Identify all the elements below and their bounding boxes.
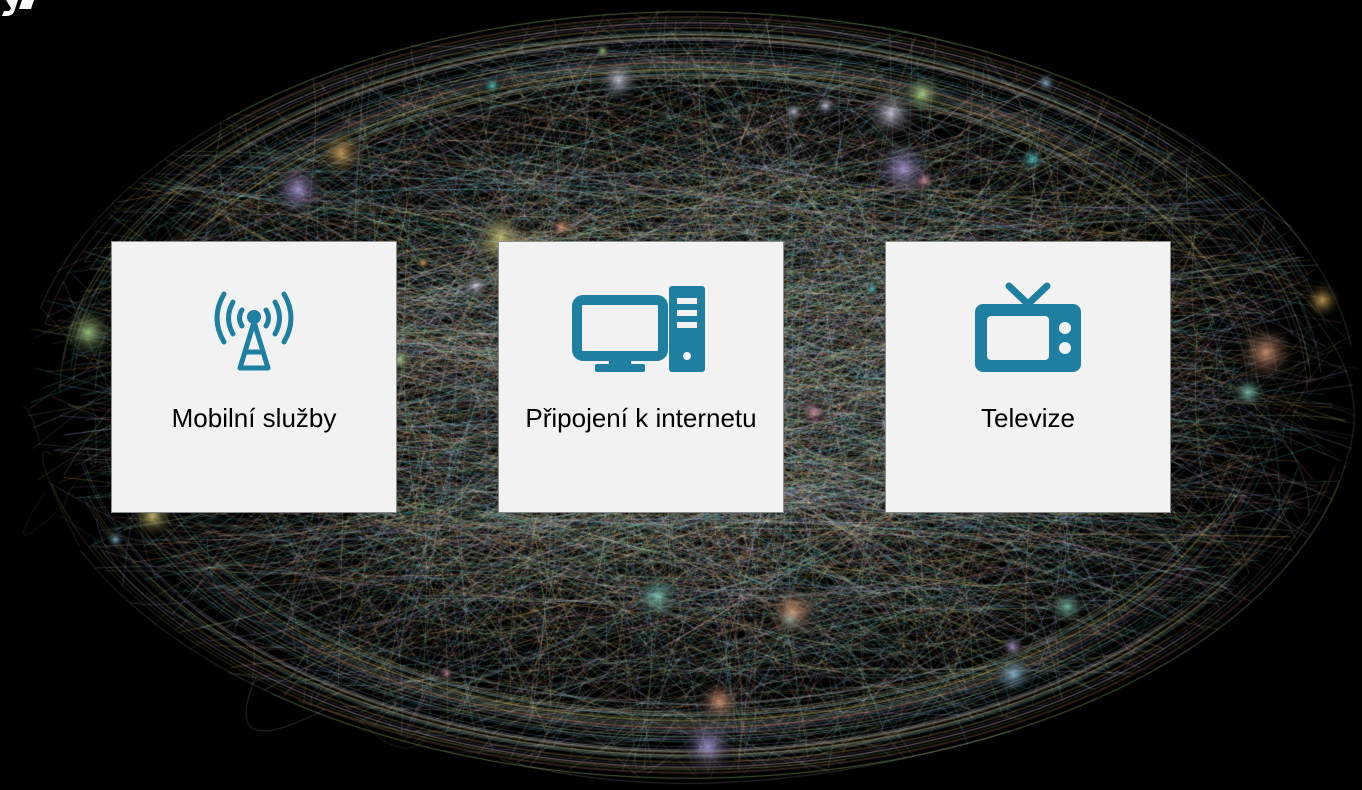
mobile-services-card[interactable]: Mobilní služby	[111, 241, 397, 513]
card-label: Mobilní služby	[171, 403, 337, 433]
corner-logo-fragment	[2, 0, 34, 16]
card-label: Připojení k internetu	[525, 403, 757, 433]
signal-tower-icon	[112, 282, 396, 374]
television-card[interactable]: Televize	[885, 241, 1171, 513]
desktop-computer-icon	[499, 282, 783, 374]
internet-connection-card[interactable]: Připojení k internetu	[498, 241, 784, 513]
television-icon	[886, 282, 1170, 374]
card-label: Televize	[981, 403, 1075, 433]
